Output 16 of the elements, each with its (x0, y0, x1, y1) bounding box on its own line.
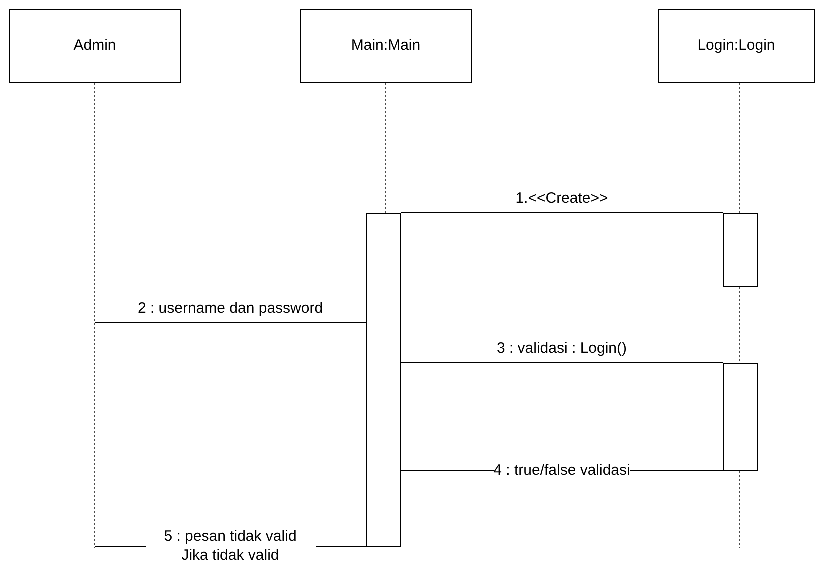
activation-bar (723, 213, 758, 287)
message-line (401, 362, 723, 364)
object-name: Login:Login (698, 36, 776, 56)
message-label: 2 : username dan password (138, 299, 324, 319)
lifeline-head-box (9, 9, 181, 83)
message-line (401, 212, 723, 214)
object-name: Admin (74, 36, 116, 56)
message-label: 1.<<Create>> (516, 189, 608, 209)
message-label: 3 : validasi : Login() (496, 339, 628, 359)
lifeline-head-box (300, 9, 472, 83)
object-name: Main:Main (351, 36, 421, 56)
lifeline (94, 82, 96, 548)
activation-bar (723, 363, 758, 471)
activation-bar (366, 213, 401, 547)
lifeline-head-box (658, 9, 815, 83)
message-line (95, 322, 366, 324)
